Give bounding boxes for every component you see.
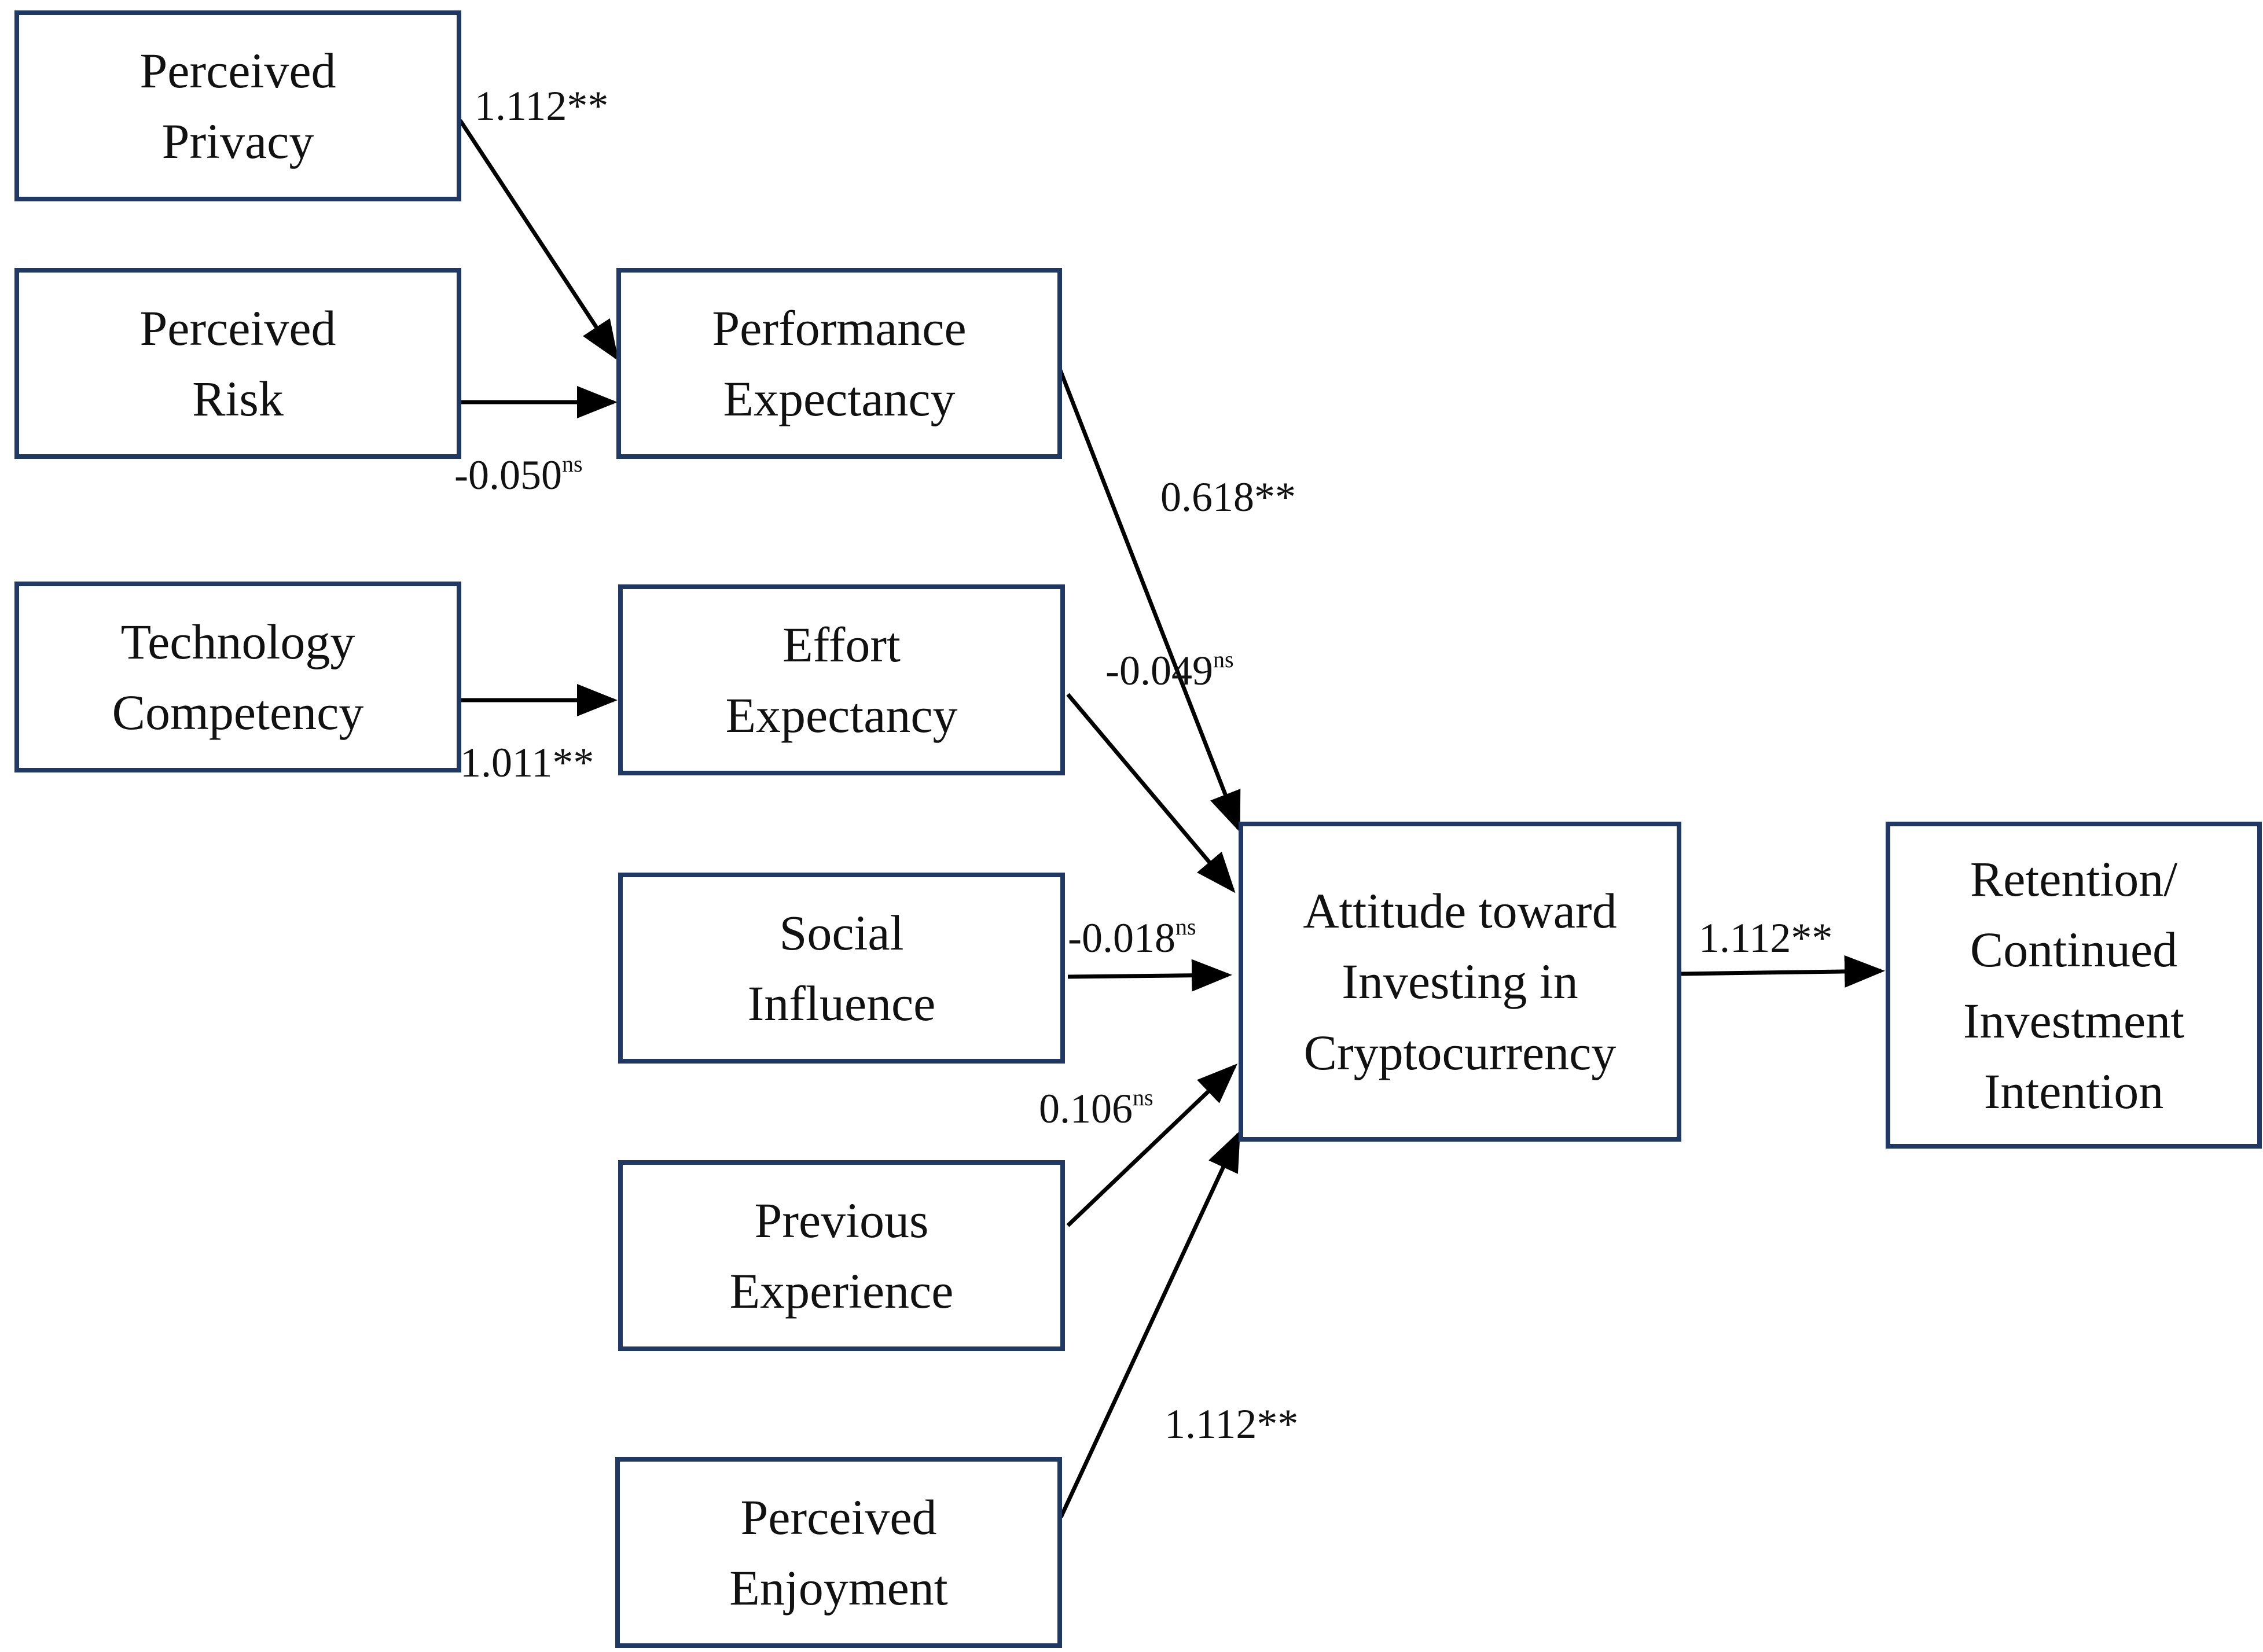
- node-perceived-enjoyment: Perceived Enjoyment: [615, 1457, 1062, 1648]
- coef-enjoyment-to-attitude: 1.112**: [1164, 1401, 1299, 1447]
- node-performance-expectancy: Performance Expectancy: [616, 268, 1062, 459]
- coef-risk-to-performance: -0.050ns: [454, 451, 583, 498]
- arrow-attitude-to-retention: [1681, 955, 1885, 988]
- coef-attitude-to-retention: 1.112**: [1699, 915, 1833, 961]
- coef-performance-to-attitude: 0.618**: [1160, 474, 1296, 520]
- arrow-privacy-to-performance: [458, 119, 619, 361]
- arrow-previous-to-attitude: [1066, 1064, 1238, 1227]
- coef-privacy-to-performance: 1.112**: [475, 83, 609, 129]
- arrow-enjoyment-to-attitude: [1059, 1130, 1241, 1518]
- coef-previous-to-attitude: 0.106ns: [1039, 1084, 1153, 1132]
- node-effort-expectancy: Effort Expectancy: [618, 584, 1065, 775]
- node-retention: Retention/ Continued Investment Intentio…: [1886, 822, 2262, 1149]
- arrow-social-to-attitude: [1067, 959, 1232, 992]
- coef-social-to-attitude: -0.018ns: [1068, 914, 1196, 961]
- node-perceived-risk: Perceived Risk: [14, 268, 461, 459]
- coef-technology-to-effort: 1.011**: [460, 739, 594, 786]
- node-previous-experience: Previous Experience: [618, 1160, 1065, 1351]
- node-attitude: Attitude toward Investing in Cryptocurre…: [1239, 822, 1681, 1142]
- coef-effort-to-attitude: -0.049ns: [1105, 646, 1234, 694]
- node-social-influence: Social Influence: [618, 873, 1065, 1064]
- arrow-effort-to-attitude: [1066, 693, 1236, 893]
- node-perceived-privacy: Perceived Privacy: [14, 10, 461, 201]
- node-technology-competency: Technology Competency: [14, 582, 461, 772]
- arrow-performance-to-attitude: [1054, 359, 1241, 833]
